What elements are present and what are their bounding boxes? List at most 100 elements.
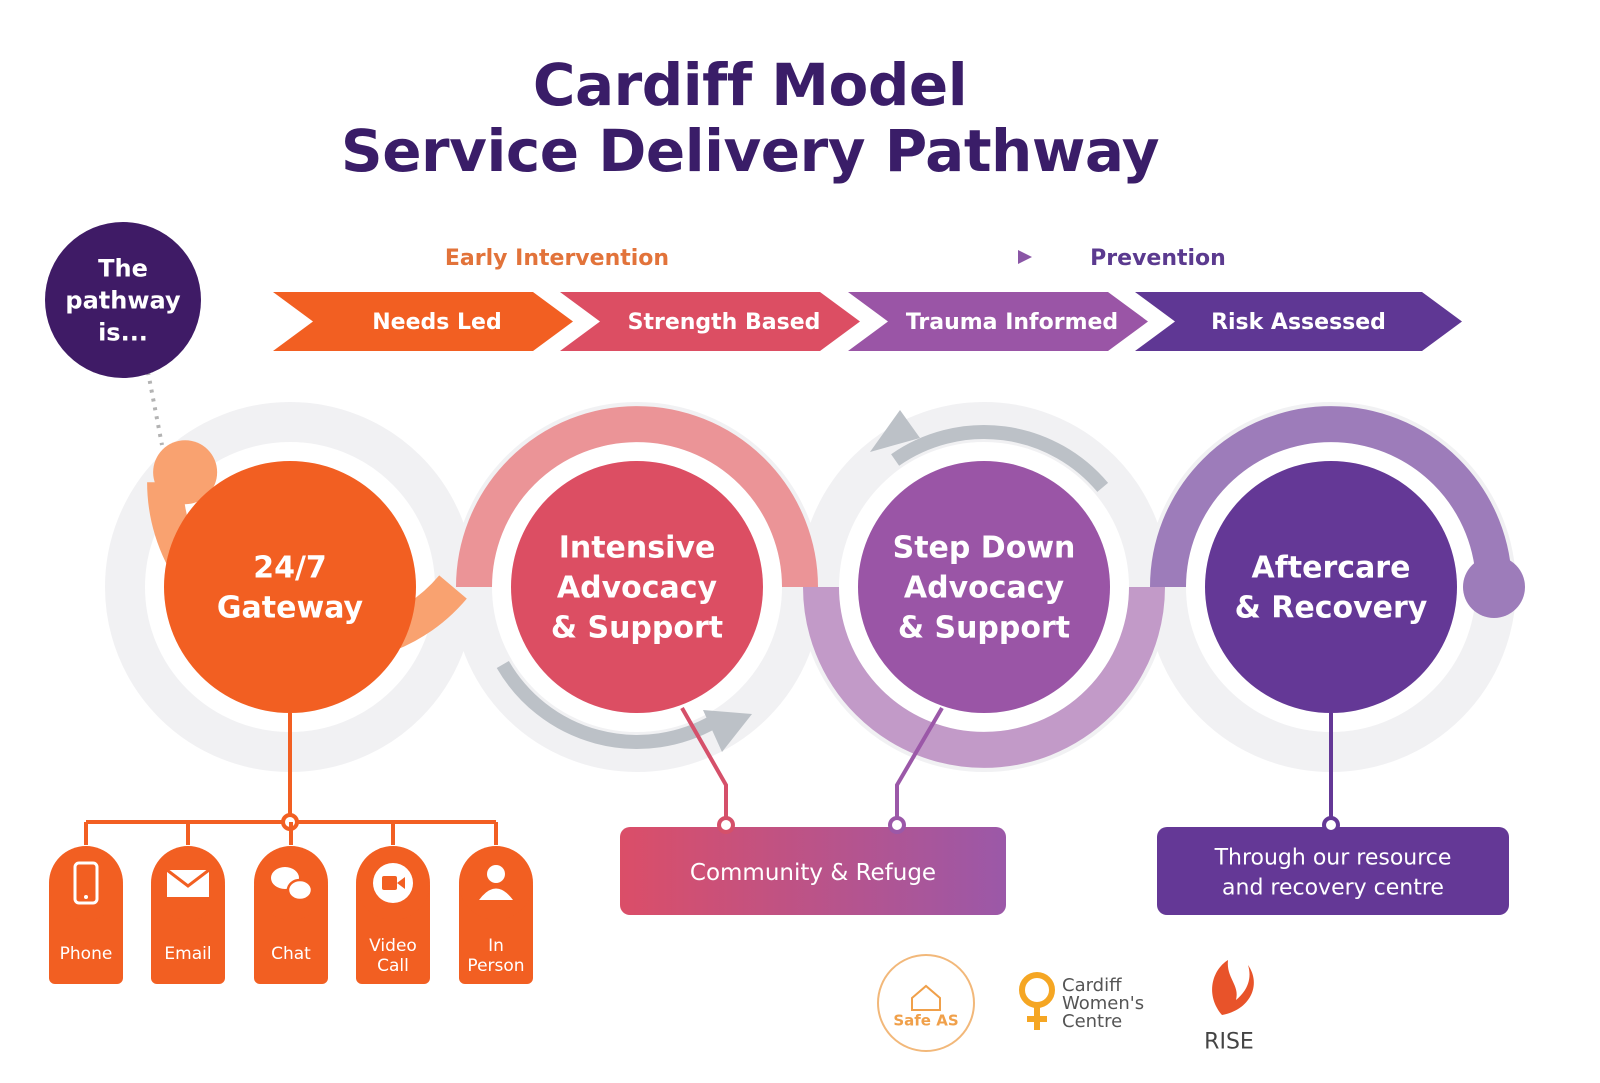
phoenix-icon [1212, 960, 1254, 1015]
stage-circle [511, 461, 763, 713]
step-down-connector [895, 706, 944, 822]
stage-label-line: Advocacy [557, 571, 718, 606]
channel-label-line: Phone [60, 944, 113, 964]
flow-arrow-1-head [703, 710, 752, 752]
camera-body [382, 876, 397, 890]
pathway-bubble-text: The pathway is... [65, 254, 181, 346]
chat-bubble-2 [286, 878, 314, 902]
intensive-connector [680, 707, 728, 822]
track-end-cap [1463, 556, 1525, 618]
connector-node [1322, 816, 1340, 834]
resource-centre-box [1157, 827, 1509, 915]
community-refuge-box [620, 827, 1006, 915]
principle-label: Needs Led [372, 310, 501, 335]
stage-circle [1205, 461, 1457, 713]
channel-label-line: Person [467, 956, 524, 976]
rise-text-line: RISE [1204, 1030, 1254, 1055]
safe-as-logo: Safe AS [877, 954, 975, 1052]
stage-label: Aftercare & Recovery [1235, 551, 1428, 626]
camera-lens [397, 877, 405, 889]
safe-as-text: Safe AS [893, 1011, 958, 1029]
stage-label-line: Aftercare [1252, 551, 1411, 586]
resource-centre-label-line: Through our resource [1214, 846, 1452, 871]
community-refuge-label: Community & Refuge [690, 860, 936, 886]
stage-label-line: & Recovery [1235, 591, 1428, 626]
access-channel-email: Email [151, 846, 225, 984]
principle-chevron [848, 292, 1148, 351]
principle-chevron [560, 292, 860, 351]
prevention-label: Prevention [1090, 246, 1226, 271]
step-down-track [803, 586, 1165, 768]
flow-arrow-1 [496, 660, 718, 749]
logo-line: Centre [1062, 1011, 1122, 1032]
aftercare-track [1150, 406, 1512, 588]
track-start-cap [153, 440, 218, 505]
stage-circle [164, 461, 416, 713]
connector-node [888, 816, 906, 834]
stage-label-line: Gateway [217, 591, 364, 626]
channel-label: Phone [60, 944, 113, 964]
person-body [479, 888, 513, 900]
connector-node [717, 816, 735, 834]
principle-chevron [1135, 292, 1462, 351]
flow-arrow-2-head [870, 410, 920, 452]
rise-logo: RISE [1204, 960, 1254, 1055]
stage-label-line: & Support [551, 611, 723, 646]
logo-line: Women's [1062, 993, 1144, 1014]
channel-label-line: Email [164, 944, 211, 964]
channel-label: Chat [271, 944, 311, 964]
channel-label: Email [164, 944, 211, 964]
access-channel-chat: Chat [254, 846, 328, 984]
page-title-line1: Cardiff Model [532, 51, 968, 119]
stage-label-line: Step Down [893, 531, 1076, 566]
channel-label-line: Chat [271, 944, 311, 964]
principle-label: Risk Assessed [1211, 310, 1386, 335]
rise-text: RISE [1204, 1030, 1254, 1055]
channel-card-top [49, 846, 123, 920]
principle-label: Strength Based [628, 310, 821, 335]
pathway-bubble-text-line: is... [98, 318, 148, 346]
bubble-connector [146, 371, 164, 446]
stage-label-line: Advocacy [904, 571, 1065, 606]
stage-circle [858, 461, 1110, 713]
venus-symbol-icon [1019, 972, 1055, 1008]
direction-arrow-head [1018, 250, 1032, 264]
pathway-bubble-text-line: The [98, 254, 148, 282]
principle-label: Trauma Informed [906, 310, 1118, 335]
logo-line: Cardiff [1062, 975, 1122, 996]
community-refuge-label-line: Community & Refuge [690, 860, 936, 886]
house-icon [911, 984, 941, 1011]
safe-as-ring [877, 954, 975, 1052]
flow-arrow-2 [891, 425, 1109, 492]
stage-label-line: 24/7 [253, 551, 327, 586]
envelope-flap [166, 868, 210, 888]
pathway-bubble-text-line: pathway [65, 286, 181, 314]
access-channel-phone: Phone [49, 846, 123, 984]
principle-chevron [273, 292, 573, 351]
person-icon [487, 865, 505, 883]
phone-icon [73, 861, 99, 905]
safe-as-text-line: Safe AS [893, 1011, 958, 1029]
channel-label-line: Video [369, 936, 417, 956]
page-title-line2: Service Delivery Pathway [340, 117, 1160, 185]
pathway-bubble [45, 222, 201, 378]
channel-label-line: In [488, 936, 504, 956]
channel-label-line: Call [377, 956, 409, 976]
intensive-track [456, 406, 818, 588]
stage-label-line: & Support [898, 611, 1070, 646]
phone-button [84, 895, 88, 899]
stage-label-line: Intensive [559, 531, 716, 566]
early-intervention-label: Early Intervention [445, 246, 669, 271]
